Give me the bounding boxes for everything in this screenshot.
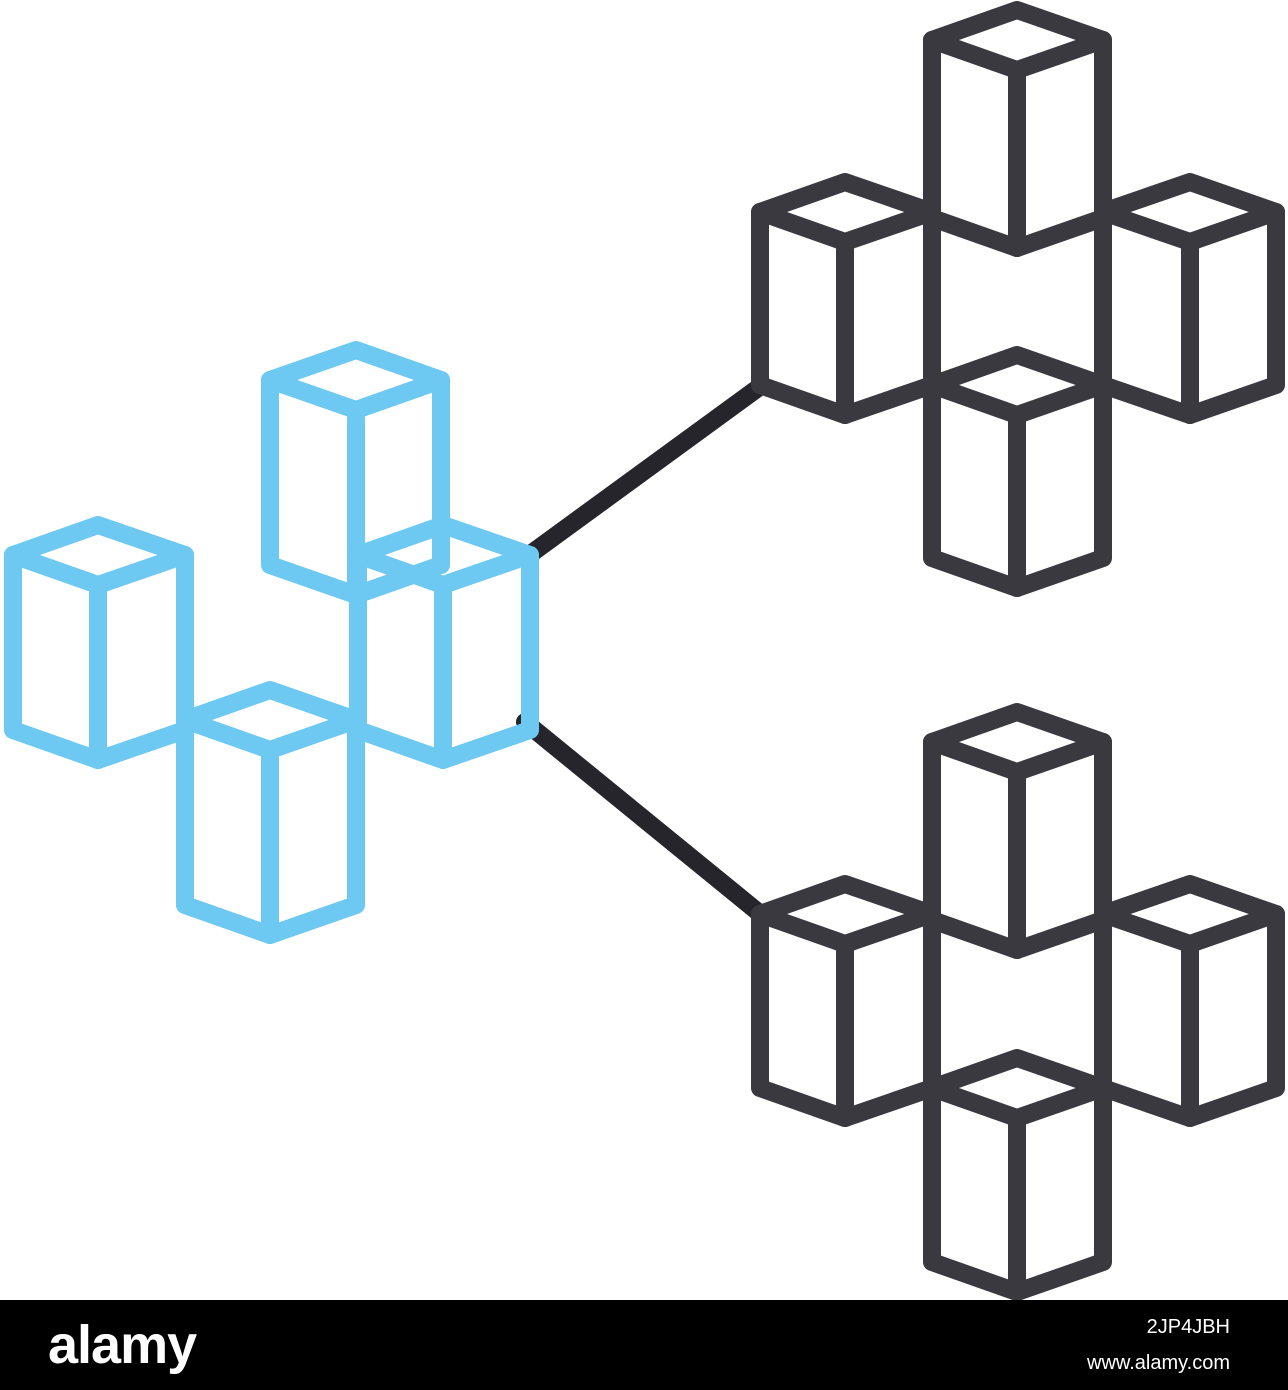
illustration-canvas	[4, 1, 1285, 1300]
target-cube-cluster-icon-upper	[751, 1, 1285, 597]
connector-lines	[516, 379, 767, 921]
image-id-label: 2JP4JBH	[1146, 1316, 1230, 1338]
connector-line-lower	[516, 713, 767, 921]
target-cube-cluster-icon-lower	[751, 703, 1285, 1300]
modular-network-icon	[4, 1, 1285, 1300]
site-url-label: www.alamy.com	[1087, 1352, 1230, 1374]
source-cube-cluster-icon	[4, 341, 539, 944]
watermark-bar: alamy 2JP4JBH www.alamy.com	[0, 1300, 1288, 1390]
brand-logo: alamy	[48, 1315, 197, 1375]
connector-line-upper	[516, 379, 767, 567]
